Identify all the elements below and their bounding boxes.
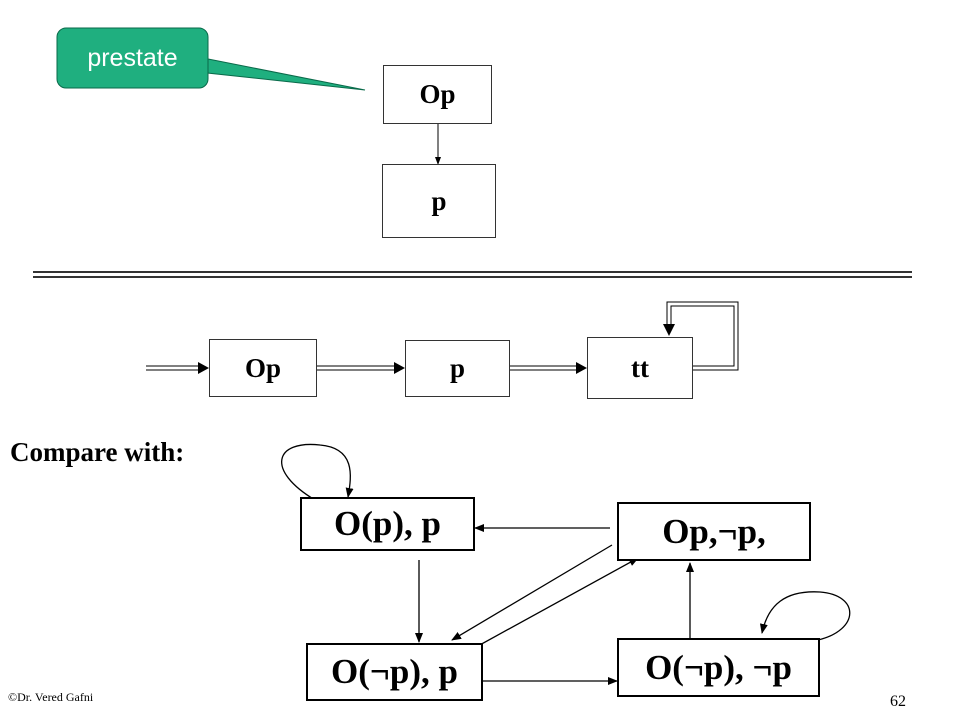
chain-entry-arrow xyxy=(146,362,209,374)
edge-opnotp-to-onotpp xyxy=(451,544,613,641)
state-op-notp-label: Op,¬p, xyxy=(662,511,766,551)
tt-self-loop-head xyxy=(663,324,675,336)
callout-bubble xyxy=(56,27,209,89)
edge-onotpp-to-opnotp xyxy=(466,557,639,653)
chain-tt-box: tt xyxy=(587,337,693,399)
state-op-p-label: O(p), p xyxy=(334,504,441,543)
state-onotp-p-label: O(¬p), p xyxy=(331,652,458,691)
top-op-box: Op xyxy=(383,65,492,124)
loop-onotp-notp xyxy=(759,591,851,641)
page-number: 62 xyxy=(890,693,906,710)
state-onotp-notp-label: O(¬p), ¬p xyxy=(645,647,792,687)
compare-label: Compare with: xyxy=(10,437,185,467)
footer-credit: ©Dr. Vered Gafni xyxy=(8,690,94,704)
top-p-box: p xyxy=(382,164,496,238)
state-onotp-notp-box: O(¬p), ¬p xyxy=(617,638,820,697)
chain-op-to-p-arrow xyxy=(317,362,405,374)
tt-self-loop xyxy=(666,301,739,371)
top-op-label: Op xyxy=(419,79,456,109)
loop-op-p xyxy=(281,443,354,501)
callout-prestate-label: prestate xyxy=(87,43,178,72)
chain-op-label: Op xyxy=(244,352,282,383)
chain-p-to-tt-arrow xyxy=(510,362,587,374)
state-op-notp-box: Op,¬p, xyxy=(617,502,811,561)
chain-p-box: p xyxy=(405,340,510,397)
chain-p-label: p xyxy=(449,353,466,383)
state-onotp-p-box: O(¬p), p xyxy=(306,643,483,701)
callout-pointer xyxy=(197,56,366,91)
state-op-p-box: O(p), p xyxy=(300,497,475,551)
chain-op-box: Op xyxy=(209,339,317,397)
chain-tt-label: tt xyxy=(631,352,649,383)
top-p-label: p xyxy=(431,185,447,216)
